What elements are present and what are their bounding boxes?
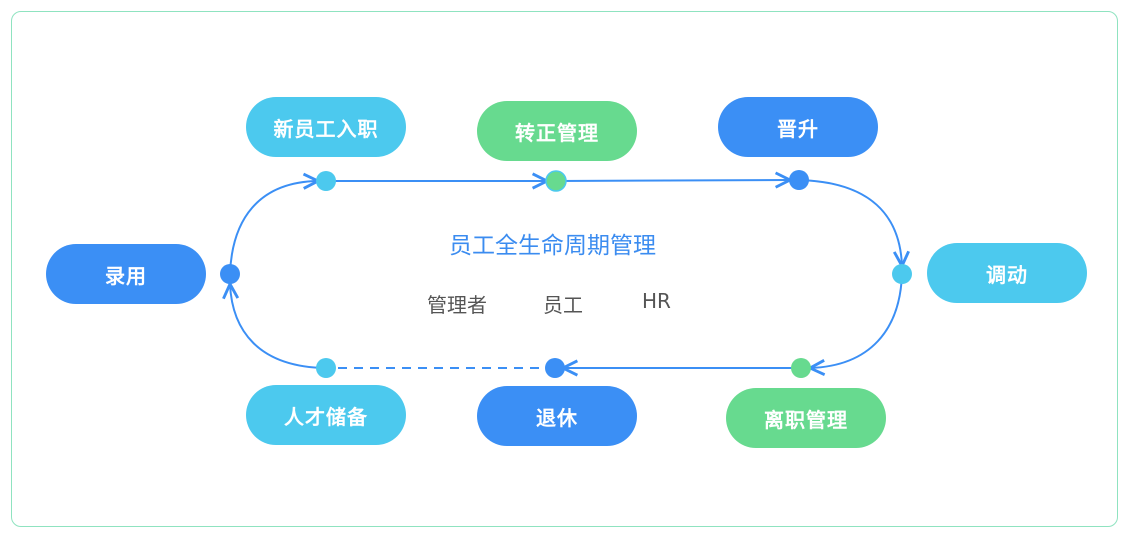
node-tuixiu — [545, 358, 565, 378]
node-luyong — [220, 264, 240, 284]
node-jinsheng — [789, 170, 809, 190]
stage-luyong: 录用 — [46, 244, 206, 304]
node-lizhi — [791, 358, 811, 378]
node-diaodong — [892, 264, 912, 284]
role-manager: 管理者 — [427, 293, 487, 317]
stage-jinsheng: 晋升 — [718, 97, 878, 157]
stage-diaodong: 调动 — [927, 243, 1087, 303]
stage-rencai: 人才储备 — [246, 385, 406, 445]
arrow-diaodong-to-lizhi — [810, 273, 903, 368]
node-xinyuangong — [316, 171, 336, 191]
arrow-zhuanzheng-to-jinsheng — [555, 180, 790, 181]
stage-xinyuangong: 新员工入职 — [246, 97, 406, 157]
stage-tuixiu: 退休 — [477, 386, 637, 446]
arrow-rencai-to-luyong — [230, 284, 327, 369]
arrow-jinsheng-to-diaodong — [798, 179, 902, 266]
node-zhuanzheng — [545, 170, 567, 192]
role-employee: 员工 — [543, 293, 583, 317]
stage-zhuanzheng: 转正管理 — [477, 101, 637, 161]
stage-lizhi: 离职管理 — [726, 388, 886, 448]
role-hr: HR — [642, 289, 671, 313]
node-rencai — [316, 358, 336, 378]
center-title: 员工全生命周期管理 — [449, 233, 656, 259]
arrow-luyong-to-xinyuangong — [229, 181, 318, 275]
